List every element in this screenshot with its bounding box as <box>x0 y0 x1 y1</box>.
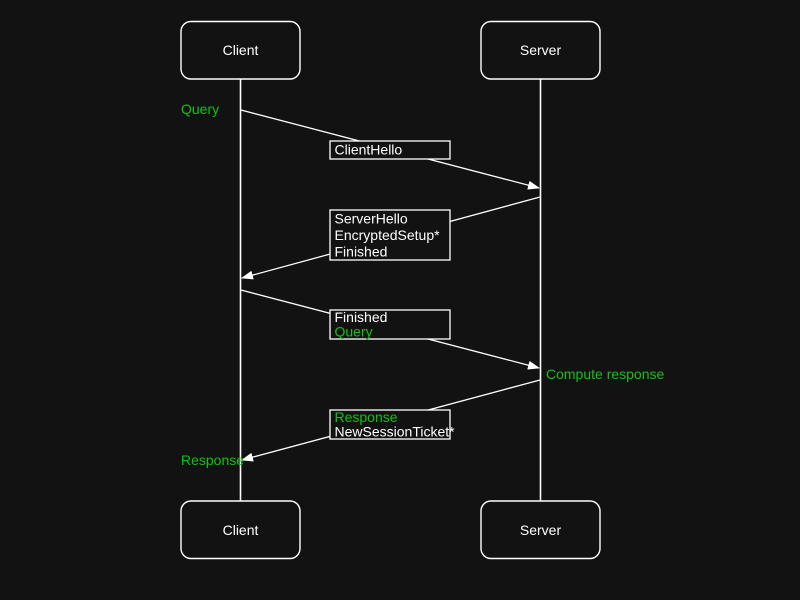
actor-box <box>180 20 301 80</box>
annotation-compute-response: Compute response <box>546 366 665 382</box>
message-text-green: Query <box>335 324 373 340</box>
actor-server-top: Server <box>480 20 601 80</box>
annotation-response: Response <box>181 452 244 468</box>
message-label-box <box>329 140 451 160</box>
actor-server-bottom: Server <box>480 500 601 560</box>
actor-box <box>180 500 301 560</box>
annotation-query: Query <box>181 101 219 117</box>
message-text: Finished <box>335 244 388 260</box>
message-label-box <box>329 409 451 440</box>
actor-label: Client <box>223 42 259 58</box>
message-label-clienthello: ClientHello <box>329 140 451 160</box>
message-text: ServerHello <box>335 210 408 226</box>
message-label-box <box>329 209 451 261</box>
actor-label: Client <box>223 522 259 538</box>
actor-client-top: Client <box>180 20 301 80</box>
message-label-response-ticket: Response NewSessionTicket* <box>329 409 456 440</box>
actor-box <box>480 500 601 560</box>
message-text: EncryptedSetup* <box>335 227 441 243</box>
actor-label: Server <box>520 42 562 58</box>
actor-label: Server <box>520 522 562 538</box>
actor-client-bottom: Client <box>180 500 301 560</box>
actor-box <box>480 20 601 80</box>
message-text: ClientHello <box>335 142 403 158</box>
message-text: NewSessionTicket* <box>335 424 456 440</box>
message-text-green: Response <box>335 409 398 425</box>
message-label-finished-query: Finished Query <box>329 309 451 340</box>
message-label-serverhello: ServerHello EncryptedSetup* Finished <box>329 209 451 261</box>
message-text: Finished <box>335 309 388 325</box>
message-label-box <box>329 309 451 340</box>
